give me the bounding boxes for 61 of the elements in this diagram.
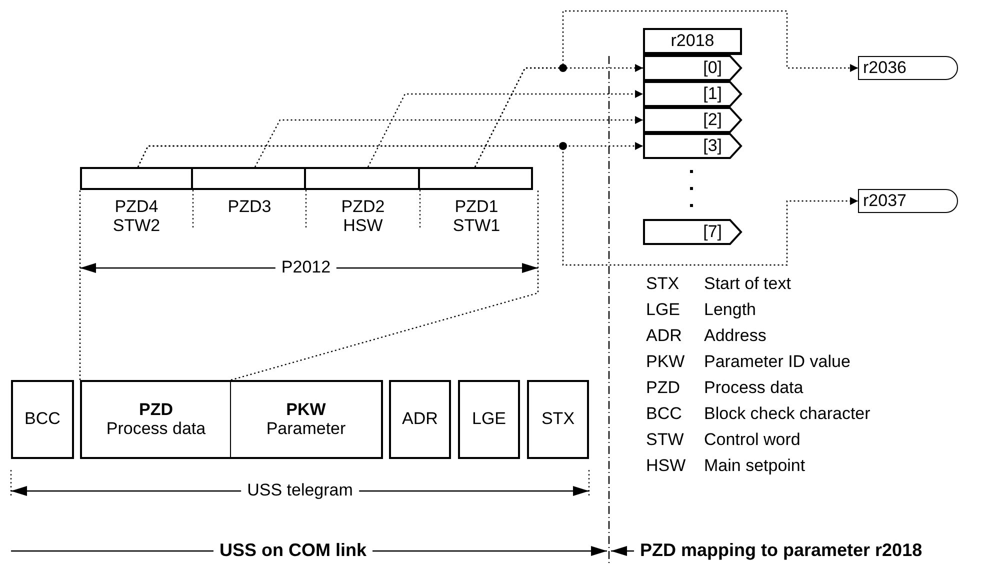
abbreviation-text: STX [646, 274, 680, 294]
slot-box [193, 167, 306, 190]
telegram-field-box [231, 380, 383, 459]
definition-text: Length [704, 300, 757, 320]
node-label: STX [541, 410, 575, 429]
output-connector [858, 56, 958, 80]
dotted-arrow [137, 145, 858, 266]
node-label: Parameter [266, 420, 346, 438]
slot-label: PZD2 HSW [340, 198, 386, 236]
definition-text: Main setpoint [704, 456, 806, 476]
dotted-arrow [474, 10, 858, 168]
definition-text: Process data [704, 378, 804, 398]
definition-text: Block check character [704, 404, 870, 424]
dotted-arrow [367, 90, 643, 168]
index-connector [643, 81, 742, 107]
node-label: ADR [402, 410, 438, 429]
abbreviation-text: LGE [646, 300, 682, 320]
output-connector [858, 189, 958, 213]
abbreviation-text: ADR [646, 326, 683, 346]
telegram-field-box [389, 380, 451, 459]
dimension-label: USS telegram [241, 482, 359, 500]
index-connector [643, 107, 742, 133]
index-connector [643, 55, 742, 81]
abbreviation-text: PKW [646, 352, 686, 372]
telegram-field-box [458, 380, 520, 459]
index-connector [643, 133, 742, 159]
node-label: [2] [703, 110, 722, 130]
slot-label: PZD1 STW1 [452, 198, 502, 236]
dotted-arrow [254, 116, 643, 168]
node-label: Process data [106, 420, 206, 438]
parameter-header-box [643, 28, 742, 55]
node-label: [1] [703, 84, 722, 104]
abbreviation-text: BCC [646, 404, 683, 424]
node-label: [0] [703, 58, 722, 78]
node-label: r2037 [863, 192, 906, 210]
definition-text: Parameter ID value [704, 352, 852, 372]
projection-line [79, 190, 81, 380]
node-label: r2036 [863, 58, 906, 78]
slot-label: PZD4 STW2 [112, 198, 162, 236]
node-label: [7] [703, 222, 722, 242]
node-label: BCC [24, 410, 60, 429]
slot-box [80, 167, 193, 190]
slot-label: PZD3 [226, 198, 272, 217]
field-heading: PZD [139, 400, 173, 420]
index-connector [643, 219, 742, 245]
node-label: r2018 [670, 32, 714, 50]
definition-text: Start of text [704, 274, 792, 294]
slot-box [306, 167, 420, 190]
abbreviation-text: STW [646, 430, 685, 450]
node-label: [3] [703, 136, 722, 156]
abbreviation-text: HSW [646, 456, 687, 476]
abbreviation-text: PZD [646, 378, 681, 398]
definition-text: Address [704, 326, 768, 346]
slot-box [420, 167, 533, 190]
telegram-field-box [80, 380, 231, 459]
telegram-field-box [11, 380, 74, 459]
definition-text: Control word [704, 430, 802, 450]
telegram-field-box [527, 380, 589, 459]
projection-line [230, 190, 539, 381]
field-heading: PKW [286, 400, 326, 420]
node-label: LGE [472, 410, 506, 429]
